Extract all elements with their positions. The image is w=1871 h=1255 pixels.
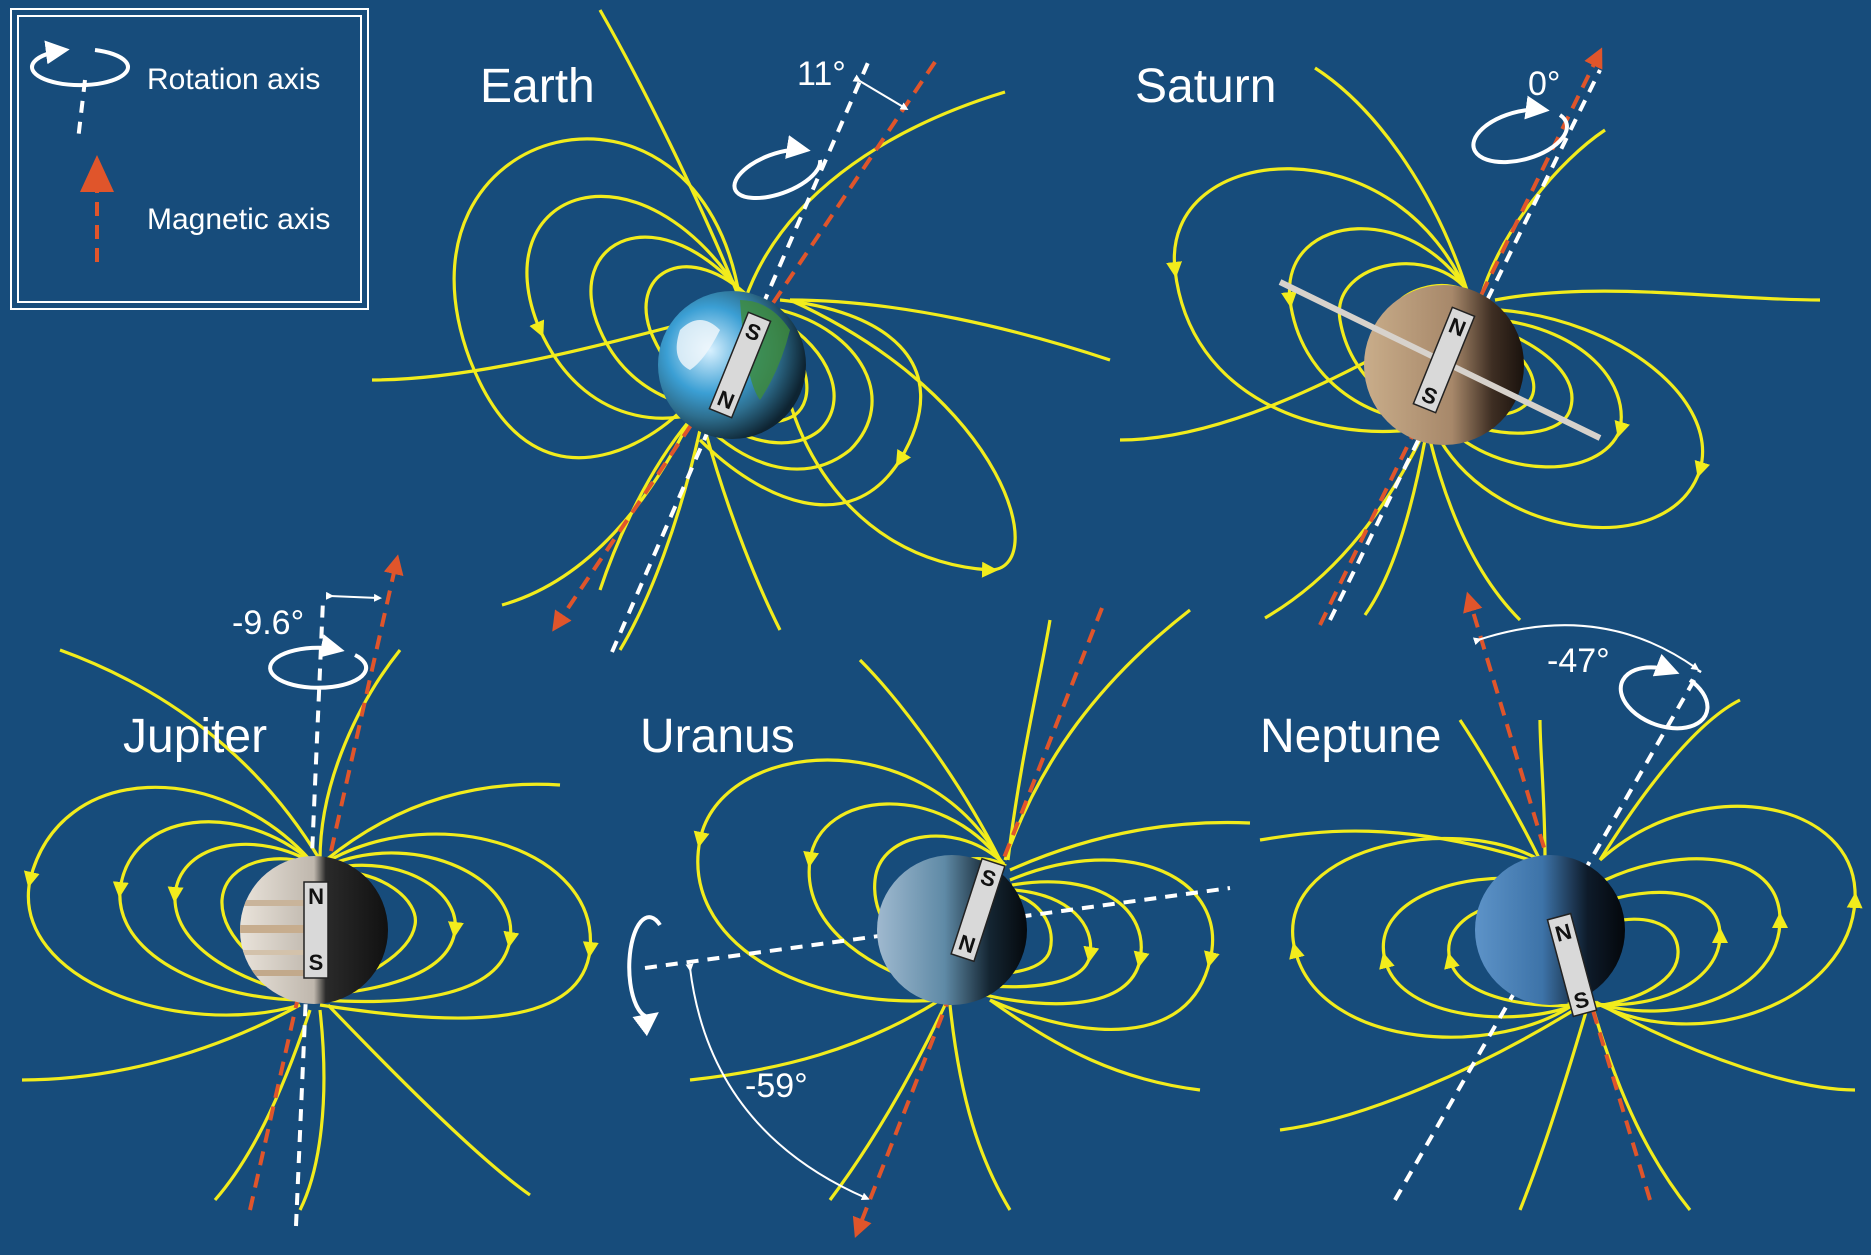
saturn-magnetic-axis [1318, 47, 1603, 626]
earth-magnetic-axis [552, 60, 937, 632]
neptune-name-label: Neptune [1260, 710, 1441, 763]
jupiter-magnet-south-label: S [309, 950, 324, 975]
jupiter-name-label: Jupiter [123, 710, 267, 763]
earth-tilt-angle-label: 11° [797, 55, 846, 93]
neptune-tilt-angle-label: -47° [1547, 642, 1610, 680]
uranus-globe [877, 855, 1027, 1005]
magnetic-axis-legend-label: Magnetic axis [147, 203, 330, 236]
jupiter-rotation-swirl-icon [268, 634, 369, 690]
neptune-magnet-south-label: S [1571, 986, 1592, 1014]
earth-rotation-swirl-icon [732, 135, 823, 201]
earth-angle-arc [852, 74, 909, 111]
jupiter-tilt-angle-label: -9.6° [232, 604, 304, 642]
rotation-axis-legend-label: Rotation axis [147, 63, 320, 96]
earth-bar-magnet: S N [708, 311, 772, 419]
neptune-field-lines [1259, 698, 1863, 1211]
neptune-magnet-north-label: N [1552, 919, 1574, 947]
jupiter-field-lines [21, 648, 599, 1211]
legend: Rotation axis Magnetic axis [10, 8, 369, 310]
uranus-name-label: Uranus [640, 710, 795, 763]
jupiter-panel: N S Jupiter -9.6° [21, 554, 599, 1227]
legend-outer-border [10, 8, 369, 310]
uranus-angle-arc [685, 963, 870, 1201]
saturn-tilt-angle-label: 0° [1528, 65, 1561, 103]
saturn-panel: N S Saturn 0° [1119, 47, 1821, 626]
saturn-rotation-swirl-icon [1471, 95, 1569, 165]
rotation-axis-legend-icon [30, 40, 130, 141]
jupiter-magnet-north-label: N [308, 884, 324, 909]
jupiter-bar-magnet: N S [303, 881, 329, 979]
magnetic-axis-legend-icon [80, 155, 114, 262]
legend-inner-border [17, 15, 362, 303]
jupiter-angle-arc [325, 591, 382, 602]
saturn-rotation-axis [1328, 69, 1602, 621]
neptune-bar-magnet: N S [1546, 912, 1598, 1018]
neptune-panel: N S Neptune -47° [1259, 591, 1863, 1211]
saturn-name-label: Saturn [1135, 60, 1276, 113]
neptune-angle-arc [1472, 624, 1700, 671]
uranus-magnet-north-label: N [956, 929, 979, 958]
earth-name-label: Earth [480, 60, 595, 113]
saturn-bar-magnet: N S [1412, 306, 1476, 414]
neptune-rotation-swirl-icon [1618, 653, 1710, 731]
uranus-bar-magnet: S N [950, 857, 1006, 963]
uranus-panel: S N Uranus -59° [627, 607, 1251, 1239]
uranus-rotation-swirl-icon [627, 915, 662, 1037]
earth-panel: S N Earth 11° [371, 9, 1111, 653]
uranus-tilt-angle-label: -59° [745, 1067, 808, 1105]
